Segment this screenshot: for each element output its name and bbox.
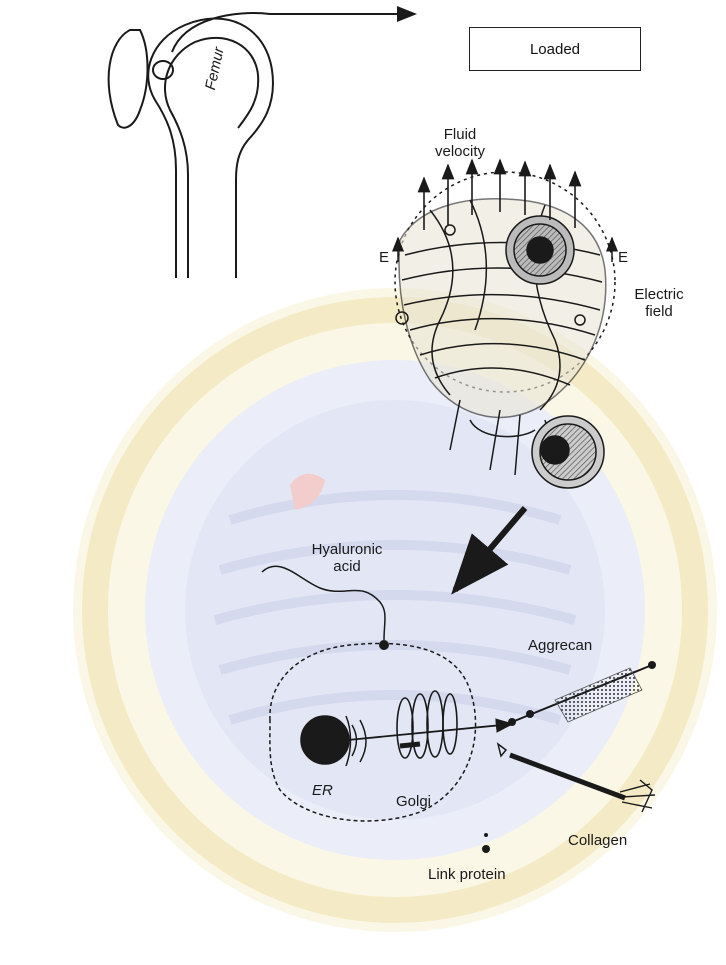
- fluid-velocity-label: Fluid velocity: [410, 126, 510, 160]
- loaded-label: Loaded: [530, 41, 580, 58]
- e-right-label: E: [618, 249, 628, 266]
- electric-field-label: Electric field: [604, 286, 714, 320]
- hyaluronic-line2: acid: [292, 558, 402, 575]
- e-left-label: E: [379, 249, 389, 266]
- electric-field-line1: Electric: [604, 286, 714, 303]
- aggrecan-label: Aggrecan: [528, 637, 592, 654]
- hyaluronic-acid-label: Hyaluronic acid: [292, 541, 402, 575]
- er-label: ER: [312, 782, 333, 799]
- fluid-velocity-line2: velocity: [410, 143, 510, 160]
- loaded-label-box: Loaded: [469, 27, 641, 71]
- collagen-label: Collagen: [568, 832, 627, 849]
- femur-illustration: [109, 13, 415, 278]
- electric-field-line2: field: [604, 303, 714, 320]
- hyaluronic-line1: Hyaluronic: [292, 541, 402, 558]
- link-protein-label: Link protein: [428, 866, 506, 883]
- golgi-label: Golgi: [396, 793, 431, 810]
- fluid-velocity-line1: Fluid: [410, 126, 510, 143]
